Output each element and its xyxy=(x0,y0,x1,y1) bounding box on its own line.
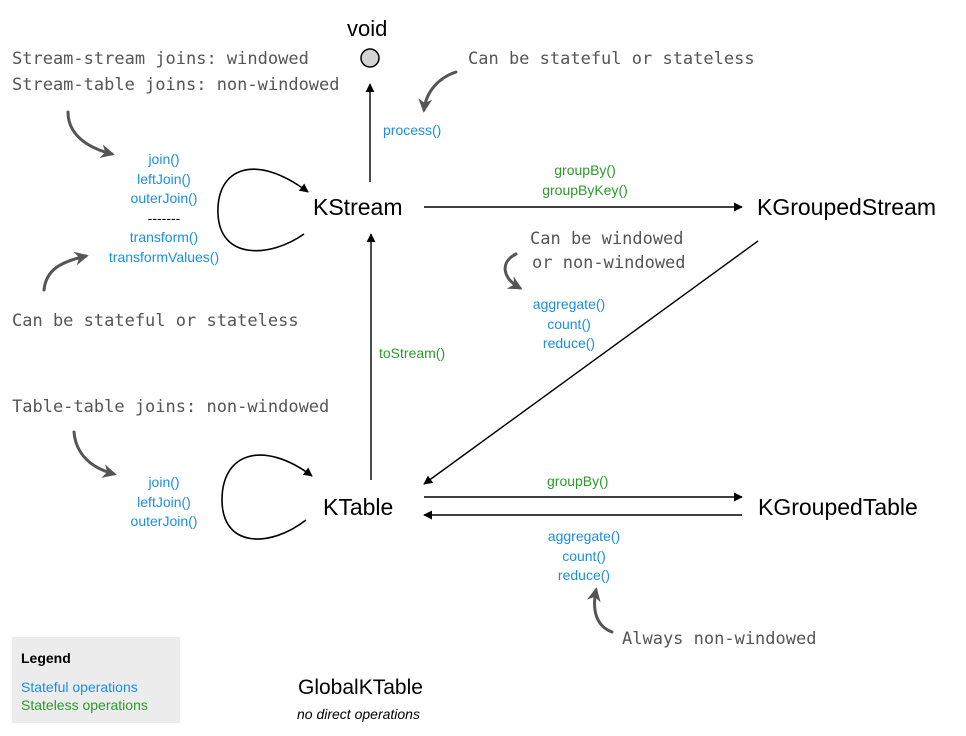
op-stream-leftjoin: leftJoin() xyxy=(137,170,191,187)
op-groupby: groupBy() xyxy=(554,162,616,178)
kstream-group-ops: groupBy() groupByKey() xyxy=(522,161,648,200)
annotation-windowed-1: Can be windowed xyxy=(530,229,684,249)
op-stream-outerjoin: outerJoin() xyxy=(130,190,198,206)
process-op: process() xyxy=(383,122,442,138)
op-table-leftjoin: leftJoin() xyxy=(137,493,191,510)
grouped-stream-agg-ops: aggregate() count() reduce() xyxy=(514,295,624,354)
windowed-annotation: Can be windowed or non-windowed xyxy=(530,227,686,275)
ops-separator: ------- xyxy=(147,209,181,226)
legend-stateless: Stateless operations xyxy=(21,697,148,713)
stream-joins-annotation: Stream-stream joins: windowed Stream-tab… xyxy=(12,46,340,98)
pointer-grouped-table xyxy=(586,587,614,634)
op-table-outerjoin: outerJoin() xyxy=(130,513,198,529)
legend-stateful: Stateful operations xyxy=(21,679,138,695)
edge-ktable-self-loop xyxy=(221,454,313,540)
grouped-table-agg-ops: aggregate() count() reduce() xyxy=(530,527,638,586)
op-groupbykey: groupByKey() xyxy=(542,181,628,198)
ktable-groupby-op: groupBy() xyxy=(547,473,609,489)
op-transform: transform() xyxy=(129,229,199,245)
kstream-join-ops: join() leftJoin() outerJoin() ------- tr… xyxy=(96,150,232,267)
ktable-node: KTable xyxy=(323,494,394,520)
annotation-stream-table: Stream-table joins: non-windowed xyxy=(12,75,340,95)
ktable-join-ops: join() leftJoin() outerJoin() xyxy=(112,473,216,532)
op-table-join: join() xyxy=(148,474,180,490)
op-stream-count: count() xyxy=(547,315,591,332)
void-label: void xyxy=(347,16,388,41)
op-stream-join: join() xyxy=(148,151,180,167)
tostream-op: toStream() xyxy=(379,345,446,361)
globalktable-node: GlobalKTable xyxy=(298,676,423,699)
legend-title: Legend xyxy=(21,650,71,666)
transform-annotation: Can be stateful or stateless xyxy=(12,311,299,331)
kgroupedstream-node: KGroupedStream xyxy=(757,194,936,220)
edge-kstream-self-loop xyxy=(217,168,309,252)
annotation-windowed-2: or non-windowed xyxy=(532,253,686,273)
pointer-table-joins xyxy=(72,430,117,478)
op-table-aggregate: aggregate() xyxy=(547,528,621,544)
pointer-process xyxy=(418,70,458,113)
void-node-circle xyxy=(360,48,380,68)
pointer-windowed xyxy=(503,252,523,290)
globalktable-note: no direct operations xyxy=(297,706,420,722)
table-joins-annotation: Table-table joins: non-windowed xyxy=(12,397,330,417)
op-table-count: count() xyxy=(562,547,606,564)
op-stream-reduce: reduce() xyxy=(542,335,596,351)
kstream-node: KStream xyxy=(313,194,403,220)
annotation-stream-stream: Stream-stream joins: windowed xyxy=(12,49,309,69)
kgroupedtable-node: KGroupedTable xyxy=(758,494,918,520)
op-table-reduce: reduce() xyxy=(557,567,611,583)
legend-box: Legend Stateful operations Stateless ope… xyxy=(12,637,180,723)
edge-kgroupedstream-to-ktable xyxy=(423,240,759,485)
grouped-table-annotation: Always non-windowed xyxy=(622,629,817,649)
pointer-stream-joins xyxy=(66,110,115,159)
process-annotation: Can be stateful or stateless xyxy=(468,49,755,69)
op-transformvalues: transformValues() xyxy=(108,248,220,265)
op-stream-aggregate: aggregate() xyxy=(532,296,606,312)
pointer-transform xyxy=(42,251,89,292)
